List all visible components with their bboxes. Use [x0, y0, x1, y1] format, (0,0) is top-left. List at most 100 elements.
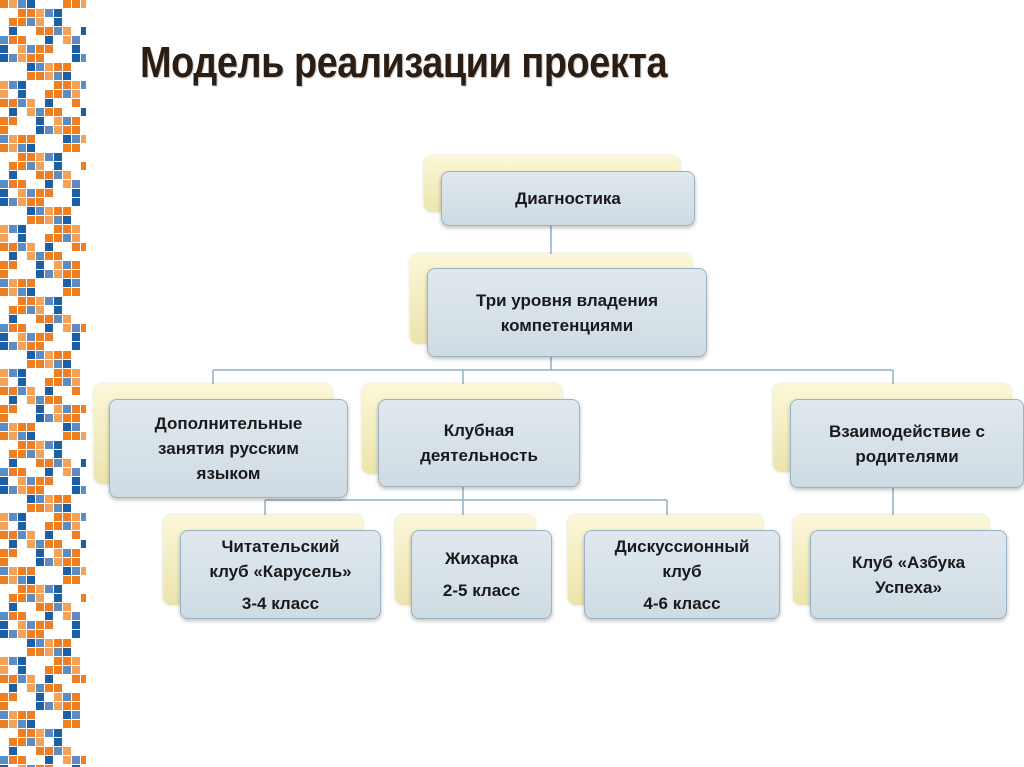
- border-tile: [54, 153, 62, 161]
- border-tile: [72, 243, 80, 251]
- border-tile: [81, 675, 86, 683]
- border-tile: [18, 612, 26, 620]
- border-tile: [9, 369, 17, 377]
- border-tile: [72, 378, 80, 386]
- border-tile: [9, 180, 17, 188]
- border-tile: [72, 423, 80, 431]
- border-tile: [36, 693, 44, 701]
- border-tile: [54, 639, 62, 647]
- border-tile: [36, 252, 44, 260]
- border-tile: [54, 729, 62, 737]
- border-tile: [9, 81, 17, 89]
- border-tile: [36, 333, 44, 341]
- border-tile: [54, 396, 62, 404]
- border-tile: [54, 504, 62, 512]
- border-tile: [0, 720, 8, 728]
- border-tile: [72, 99, 80, 107]
- border-tile: [63, 603, 71, 611]
- border-tile: [27, 387, 35, 395]
- border-tile: [72, 531, 80, 539]
- border-tile: [63, 747, 71, 755]
- border-tile: [81, 756, 86, 764]
- border-tile: [18, 711, 26, 719]
- border-tile: [54, 351, 62, 359]
- border-tile: [36, 207, 44, 215]
- border-tile: [54, 360, 62, 368]
- border-tile: [9, 738, 17, 746]
- border-tile: [27, 648, 35, 656]
- border-tile: [0, 189, 8, 197]
- border-tile: [72, 666, 80, 674]
- border-tile: [9, 162, 17, 170]
- border-tile: [27, 531, 35, 539]
- border-tile: [36, 63, 44, 71]
- border-tile: [63, 648, 71, 656]
- border-tile: [45, 324, 53, 332]
- border-tile: [72, 432, 80, 440]
- border-tile: [27, 504, 35, 512]
- border-tile: [18, 675, 26, 683]
- border-tile: [54, 549, 62, 557]
- border-tile: [45, 702, 53, 710]
- node-diagnostics: Диагностика: [441, 171, 695, 226]
- border-tile: [54, 18, 62, 26]
- border-tile: [18, 18, 26, 26]
- border-tile: [63, 504, 71, 512]
- border-tile: [0, 126, 8, 134]
- border-tile: [0, 324, 8, 332]
- border-tile: [36, 405, 44, 413]
- border-tile: [18, 225, 26, 233]
- border-tile: [18, 306, 26, 314]
- border-tile: [72, 180, 80, 188]
- border-tile: [36, 504, 44, 512]
- border-tile: [63, 639, 71, 647]
- border-tile: [9, 432, 17, 440]
- border-tile: [54, 81, 62, 89]
- border-tile: [27, 72, 35, 80]
- border-tile: [18, 234, 26, 242]
- border-tile: [36, 549, 44, 557]
- border-tile: [45, 360, 53, 368]
- border-tile: [63, 234, 71, 242]
- border-tile: [9, 423, 17, 431]
- node-text: языком: [196, 464, 261, 483]
- border-tile: [27, 423, 35, 431]
- border-tile: [18, 324, 26, 332]
- border-tile: [36, 486, 44, 494]
- border-tile: [63, 144, 71, 152]
- border-tile: [36, 153, 44, 161]
- border-tile: [45, 504, 53, 512]
- node-text: Успеха»: [875, 577, 942, 597]
- border-tile: [63, 459, 71, 467]
- border-tile: [27, 333, 35, 341]
- border-tile: [54, 234, 62, 242]
- border-tile: [9, 288, 17, 296]
- border-tile: [45, 756, 53, 764]
- border-tile: [9, 198, 17, 206]
- border-tile: [72, 261, 80, 269]
- border-tile: [63, 207, 71, 215]
- border-tile: [72, 135, 80, 143]
- border-tile: [45, 531, 53, 539]
- border-tile: [0, 279, 8, 287]
- border-tile: [18, 99, 26, 107]
- border-tile: [0, 369, 8, 377]
- border-tile: [27, 18, 35, 26]
- border-tile: [63, 432, 71, 440]
- border-tile: [18, 765, 26, 767]
- border-tile: [18, 729, 26, 737]
- border-tile: [72, 477, 80, 485]
- border-tile: [0, 756, 8, 764]
- border-tile: [63, 711, 71, 719]
- border-tile: [45, 351, 53, 359]
- border-tile: [36, 603, 44, 611]
- border-tile: [9, 396, 17, 404]
- border-tile: [0, 666, 8, 674]
- border-tile: [54, 63, 62, 71]
- border-tile: [18, 738, 26, 746]
- border-tile: [18, 369, 26, 377]
- border-tile: [36, 558, 44, 566]
- border-tile: [18, 594, 26, 602]
- border-tile: [63, 135, 71, 143]
- border-tile: [27, 288, 35, 296]
